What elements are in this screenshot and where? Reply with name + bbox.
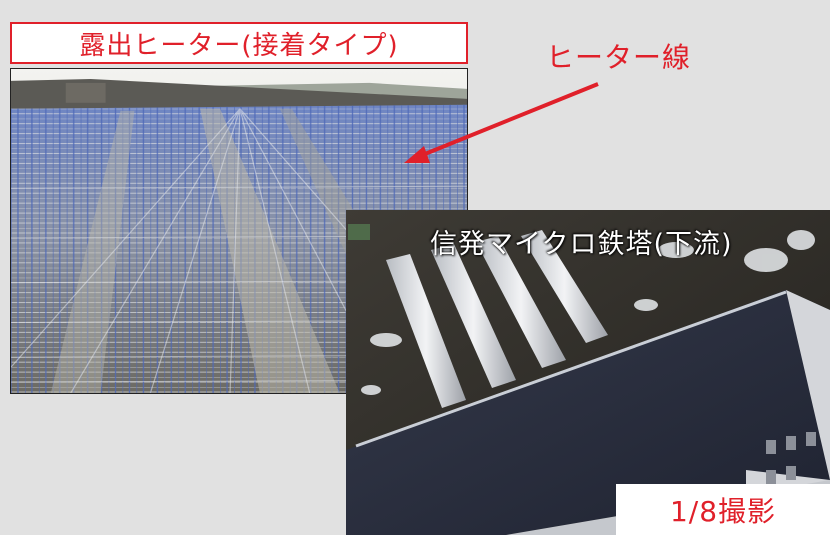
date-text: 1/8撮影: [669, 494, 777, 528]
roof-photo: [346, 210, 830, 535]
heater-wire-label: ヒーター線: [546, 41, 692, 74]
title-box: 露出ヒーター(接着タイプ): [10, 22, 468, 64]
date-box: 1/8撮影: [616, 484, 830, 535]
heater-photo: [10, 68, 468, 394]
roof-photo-image: [346, 210, 830, 535]
heater-photo-image: [11, 69, 467, 393]
title-text: 露出ヒーター(接着タイプ): [79, 30, 399, 61]
roof-caption: 信発マイクロ鉄塔(下流): [430, 229, 733, 260]
